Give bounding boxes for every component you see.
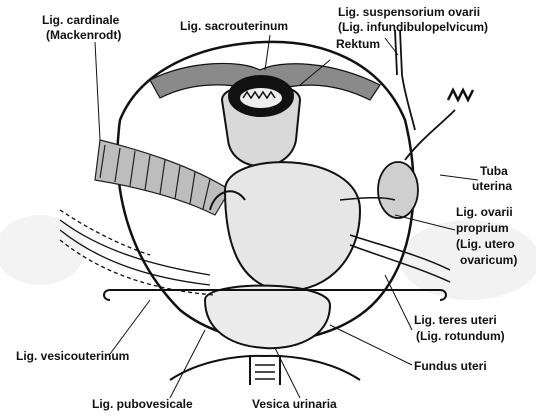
label-lig-cardinale: Lig. cardinale (42, 14, 119, 27)
rectum (222, 76, 300, 166)
label-lig-ovarii-1: Lig. ovarii (456, 206, 513, 219)
label-fundus-uteri: Fundus uteri (414, 360, 487, 373)
label-lig-sacrouterinum: Lig. sacrouterinum (180, 20, 288, 33)
label-vesica-urinaria: Vesica urinaria (252, 398, 337, 411)
label-lig-ovarii-2: proprium (456, 222, 509, 235)
label-lig-pubovesicale: Lig. pubovesicale (92, 398, 193, 411)
label-lig-vesicouterinum: Lig. vesicouterinum (16, 350, 129, 363)
label-lig-ovarii-3: (Lig. utero (456, 238, 515, 251)
label-lig-ovarii-4: ovaricum) (460, 254, 517, 267)
label-lig-teres: Lig. teres uteri (414, 314, 497, 327)
label-lig-suspensorium-sub: (Lig. infundibulopelvicum) (338, 21, 488, 34)
label-lig-cardinale-sub: (Mackenrodt) (46, 29, 121, 42)
label-tuba: Tuba (480, 165, 508, 178)
label-rektum: Rektum (336, 38, 380, 51)
label-tuba-uterina: uterina (472, 180, 512, 193)
label-lig-teres-sub: (Lig. rotundum) (416, 330, 505, 343)
label-lig-suspensorium: Lig. suspensorium ovarii (338, 6, 480, 19)
